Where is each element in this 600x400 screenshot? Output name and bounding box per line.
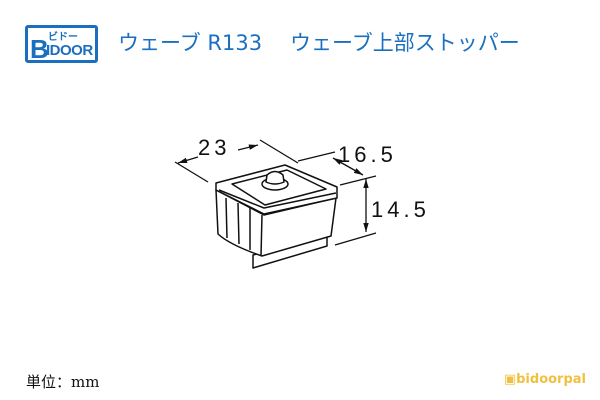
dimension-width: 23 [198,135,230,160]
bidoor-logo: B ビドー IDOOR [25,25,98,63]
brand-icon: ▣ [503,372,517,387]
series-title: ウェーブ R133 [118,31,263,55]
unit-label: 単位：mm [26,373,100,391]
stopper-part [215,164,338,269]
brand-name: bidoorpal [516,372,586,387]
logo-initial: B [30,34,49,64]
logo-word: IDOOR [46,42,93,59]
dimension-depth: 16.5 [338,142,397,167]
brand-mark: ▣bidoorpal [504,372,586,387]
dimension-height: 14.5 [371,197,430,222]
logo-kana: ビドー [48,32,78,43]
product-title: ウェーブ上部ストッパー [290,31,520,55]
dimension-lines [174,139,377,246]
